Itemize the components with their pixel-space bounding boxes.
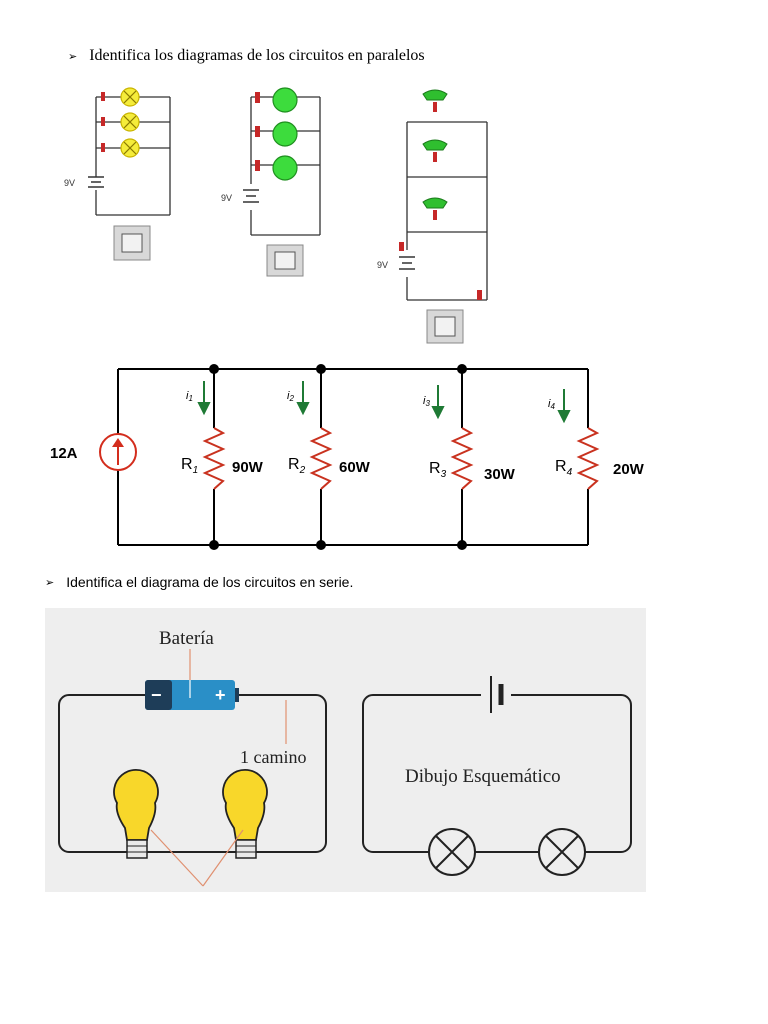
lightbulb-icon [113,769,159,859]
lightbulb-icon [222,769,268,859]
sim-circuit-2: 9V [221,87,321,277]
battery-label: 9V [64,178,75,188]
circuit-wires [117,368,589,546]
resistor-label-4: R4 [555,458,573,478]
switch-button-icon[interactable] [426,309,464,344]
pointer-lines [150,829,244,887]
lamp-icon [422,89,448,209]
power-label-2: 60W [339,459,371,476]
sim-circuit-1: 9V [64,87,171,261]
battery-label: Batería [159,628,214,649]
power-label-4: 20W [613,461,645,478]
current-source-icon [99,433,137,471]
series-circuit-figure: − + Batería 1 camino Dibujo Esquemático [45,608,646,892]
lamp-icon [272,87,298,181]
parallel-heading: ➢ Identifica los diagramas de los circui… [68,47,425,65]
bullet-arrow-icon: ➢ [68,50,78,63]
sim-circuit-3: 9V [377,89,488,344]
series-heading: ➢ Identifica el diagrama de los circuito… [45,574,353,590]
battery-minus: − [151,685,162,705]
resistor-label-2: R2 [288,456,306,476]
resistor-label-1: R1 [181,456,198,476]
lamp-symbol-icon [538,828,586,876]
current-label-2: i2 [287,390,294,403]
switch-button-icon[interactable] [113,225,151,261]
current-label-4: i4 [548,398,555,411]
battery-icon [145,680,239,710]
resistor-icon [202,427,600,490]
battery-plus: + [215,685,226,705]
battery-label: 9V [377,260,388,270]
lamp-symbol-icon [428,828,476,876]
parallel-heading-text: Identifica los diagramas de los circuito… [89,47,425,64]
switch-button-icon[interactable] [266,244,304,277]
current-arrow-icon [197,381,571,424]
battery-label: 9V [221,193,232,203]
schematic-label: Dibujo Esquemático [405,766,561,787]
current-label-1: i1 [186,390,193,403]
current-label-3: i3 [423,395,430,408]
resistor-label-3: R3 [429,460,447,480]
bullet-arrow-icon: ➢ [45,576,55,589]
parallel-circuit-diagram: 12A i1 i2 i3 i4 R1 R2 R3 R4 90W 60W 30W … [50,364,645,550]
power-label-1: 90W [232,459,264,476]
path-label: 1 camino [240,747,306,767]
source-label: 12A [50,445,78,462]
power-label-3: 30W [484,466,516,483]
series-heading-text: Identifica el diagrama de los circuitos … [66,574,354,590]
node-dots [209,364,467,550]
